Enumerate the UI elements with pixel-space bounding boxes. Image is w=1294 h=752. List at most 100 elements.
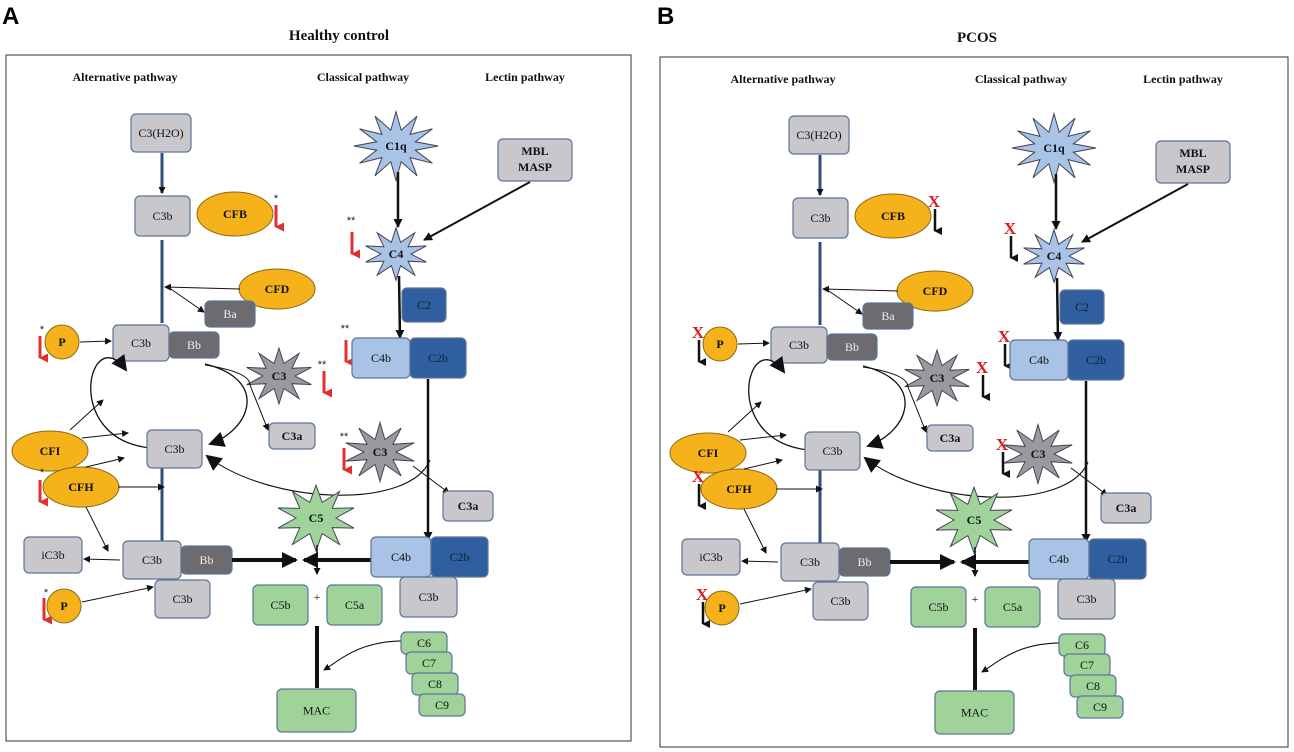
arrow-cycle-c3a — [204, 364, 270, 431]
node-c4b-1-label: C4b — [1029, 353, 1049, 367]
node-c3b-2-label: C3b — [131, 336, 151, 350]
plus-sign: + — [314, 590, 321, 604]
arrow-c3-c3a — [1070, 467, 1108, 496]
arrow-cfi-1 — [739, 432, 787, 441]
node-c3b-6-label: C3b — [1076, 592, 1096, 606]
node-c2-box — [401, 287, 447, 323]
node-cfh-label: CFH — [68, 480, 94, 494]
node-p1-circle — [702, 326, 738, 362]
node-bb-2-label: Bb — [857, 555, 871, 569]
p2-marker-x: X — [696, 585, 709, 604]
node-p1-label: P — [58, 335, 65, 349]
node-p2-label: P — [60, 599, 67, 613]
p1-marker-star: * — [40, 324, 45, 336]
node-c1q-star — [353, 109, 439, 183]
node-c2b-1-label: C2b — [428, 351, 448, 365]
arrow-axis-ba — [825, 288, 863, 315]
header-lectin: Lectin pathway — [1143, 72, 1223, 86]
arrow-p2-c3b — [81, 584, 154, 603]
node-c2b-1-label: C2b — [1086, 353, 1106, 367]
node-bb-1-label: Bb — [845, 340, 859, 354]
arrow-axis-ba — [167, 286, 205, 313]
node-ba-box — [862, 302, 914, 330]
node-c3b-6-box — [399, 576, 458, 618]
node-c9-box — [418, 693, 466, 717]
arrow-cfi-2 — [69, 399, 104, 431]
header-alternative: Alternative pathway — [731, 72, 836, 86]
c3-2-marker-x: X — [996, 435, 1009, 454]
arrow-cfh-up — [85, 455, 125, 468]
node-c4-label: C4 — [389, 247, 404, 261]
node-c3b-1-box — [134, 195, 191, 237]
cycle-arc-left — [90, 353, 151, 449]
node-c6-label: C6 — [1075, 638, 1089, 652]
node-mac-label: MAC — [303, 703, 330, 717]
node-c3b-1-box — [792, 197, 849, 239]
node-c3b-2-label: C3b — [789, 338, 809, 352]
node-c2b-2-box — [1088, 538, 1147, 580]
node-cfb-label: CFB — [881, 209, 905, 223]
node-c5-star — [277, 483, 355, 553]
node-mbl-box — [497, 138, 573, 182]
node-cfh-label: CFH — [726, 482, 752, 496]
node-c3b-1-label: C3b — [152, 209, 172, 223]
c4-marker-x: X — [1004, 219, 1017, 238]
node-cfb-ellipse — [854, 193, 932, 239]
node-mbl-label: MBL — [521, 144, 548, 158]
node-c3b-6-label: C3b — [418, 590, 438, 604]
arrow-cfh-ic3b — [85, 506, 109, 552]
node-c3a-2-label: C3a — [458, 499, 479, 513]
node-p1-circle — [44, 324, 80, 360]
arrow-cfd-axis — [822, 285, 899, 293]
panel-letter-b: B — [657, 3, 674, 30]
node-c5a-box — [326, 584, 383, 626]
c3-2-marker-star: ** — [340, 431, 349, 443]
node-cfi-ellipse — [669, 432, 747, 474]
header-lectin: Lectin pathway — [485, 70, 565, 84]
arc-c3-to-c3b — [205, 454, 431, 496]
node-c3h2o-box — [788, 115, 850, 155]
node-c3b-4-label: C3b — [142, 553, 162, 567]
node-ic3b-box — [23, 536, 83, 574]
node-c4-star — [365, 226, 427, 282]
arrow-c4-c4b — [1053, 277, 1063, 341]
panel-frame-b — [659, 56, 1289, 748]
node-c3-1-label: C3 — [930, 371, 945, 385]
node-c3a-1-box — [926, 424, 974, 452]
node-c3a-2-box — [442, 490, 494, 522]
node-c3b-5-label: C3b — [830, 594, 850, 608]
cycle-arc-left — [748, 355, 809, 451]
cycle-arc-right — [862, 365, 906, 449]
cycle-arc-right — [204, 363, 248, 447]
node-c7-label: C7 — [422, 656, 436, 670]
node-cfb-ellipse — [196, 191, 274, 237]
node-c5a-label: C5a — [345, 598, 365, 612]
node-bb-1-box — [168, 331, 220, 359]
node-c5-label: C5 — [967, 513, 982, 527]
node-c3b-1-label: C3b — [810, 211, 830, 225]
node-masp-label: MASP — [518, 160, 552, 174]
node-p2-circle — [704, 590, 740, 626]
arrow-mbl-c4 — [1081, 183, 1189, 243]
node-c3-2-star — [1003, 422, 1073, 486]
node-c2b-1-box — [409, 337, 467, 379]
cfh-marker-x: X — [692, 467, 705, 486]
node-c3-2-label: C3 — [1031, 447, 1046, 461]
node-cfi-label: CFI — [40, 444, 61, 458]
arrow-cfi-1 — [81, 430, 129, 439]
cfb-marker-x: X — [928, 192, 941, 211]
panel-letter-a: A — [2, 3, 19, 30]
node-cfd-label: CFD — [265, 282, 290, 296]
node-c5b-box — [910, 586, 967, 628]
cfh-marker-star: * — [40, 467, 45, 479]
node-mbl-label: MBL — [1179, 146, 1206, 160]
node-mac-box — [276, 688, 357, 733]
header-classical: Classical pathway — [317, 70, 409, 84]
arrow-c6-c9-mac — [981, 642, 1066, 673]
node-mac-box — [934, 690, 1015, 735]
node-c4-star — [1023, 228, 1085, 284]
node-c3-2-star — [345, 420, 415, 484]
